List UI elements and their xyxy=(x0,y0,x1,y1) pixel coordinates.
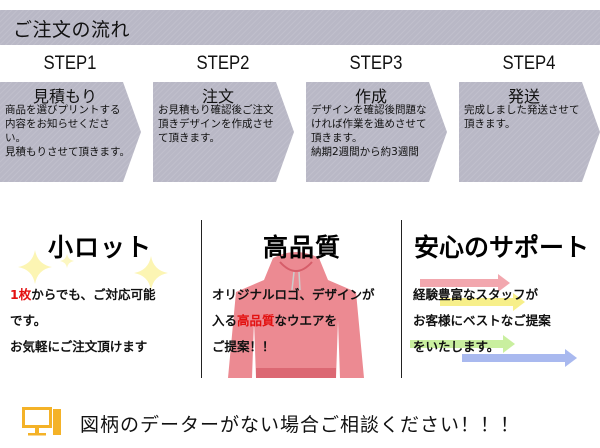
feature-line: お客様にベストなご提案 xyxy=(413,313,551,328)
feature-line: 経験豊富なスタッフが xyxy=(413,287,539,302)
step-4: STEP4 発送 完成しました発送させて頂きます。 xyxy=(459,50,600,190)
feature-line: 1枚からでも、ご対応可能 xyxy=(10,284,155,303)
divider xyxy=(201,220,202,378)
feature-line: ご提案！！ xyxy=(212,339,275,354)
sparkle-icon xyxy=(134,256,168,290)
feature-title: 高品質 xyxy=(262,233,341,262)
feature-line-text: からでも、ご対応可能 xyxy=(31,287,156,302)
sparkle-icon xyxy=(18,250,52,284)
feature-line: お気軽にご注文頂けます xyxy=(10,339,148,354)
feature-quality: 高品質 オリジナルロゴ、デザインが 入る高品質なウエアを ご提案！！ xyxy=(202,218,402,378)
decorative-arrow xyxy=(440,293,525,311)
feature-line: 入る高品質なウエアを xyxy=(212,310,337,329)
step-heading: 注文 xyxy=(201,87,234,106)
step-label: STEP3 xyxy=(349,53,403,74)
step-label: STEP2 xyxy=(196,53,250,74)
feature-line: をいたします。 xyxy=(413,339,500,354)
step-arrow-shape xyxy=(306,82,447,182)
feature-line: です。 xyxy=(10,313,47,328)
feature-title: 小ロット xyxy=(47,233,152,262)
step-label: STEP1 xyxy=(43,53,97,74)
feature-support: 安心のサポート 経験豊富なスタッフが お客様にベストなご提案 をいたします。 xyxy=(403,218,600,378)
section-header: ご注文の流れ xyxy=(0,10,600,45)
step-label: STEP4 xyxy=(502,53,556,74)
step-description: お見積もり確認後ご注文頂きデザインを作成させて頂きます。 xyxy=(158,104,274,144)
highlight-text: 高品質 xyxy=(237,313,275,328)
hoodie-image xyxy=(228,252,364,378)
highlight-text: 1枚 xyxy=(10,287,32,302)
sparkle-icon xyxy=(60,254,74,268)
step-arrow-shape xyxy=(459,82,600,182)
feature-small-lot: 小ロット 1枚からでも、ご対応可能 です。 お気軽にご注文頂けます xyxy=(0,218,200,378)
step-description: 商品を選びプリントする内容をお知らせください。 見積もりさせて頂きます。 xyxy=(5,104,130,158)
feature-line-text: 入る xyxy=(212,313,238,328)
feature-title: 安心のサポート xyxy=(413,233,589,262)
consultation-banner: 図柄のデーターがない場合ご相談ください！！！ xyxy=(0,400,600,448)
decorative-arrow xyxy=(462,349,577,367)
step-heading: 作成 xyxy=(354,87,387,106)
feature-line-text: なウエアを xyxy=(274,313,338,328)
step-2: STEP2 注文 お見積もり確認後ご注文頂きデザインを作成させて頂きます。 xyxy=(153,50,303,190)
step-description: 完成しました発送させて頂きます。 xyxy=(464,104,580,130)
step-arrow-shape xyxy=(153,82,294,182)
computer-icon xyxy=(22,407,61,436)
feature-line: オリジナルロゴ、デザインが xyxy=(212,287,375,302)
step-3: STEP3 作成 デザインを確認後問題なければ作業を進めさせて頂きます。 納期2… xyxy=(306,50,456,190)
section-title: ご注文の流れ xyxy=(13,19,131,41)
decorative-arrow xyxy=(410,335,515,353)
divider xyxy=(401,220,402,378)
step-arrow-shape xyxy=(0,82,141,182)
step-description: デザインを確認後問題なければ作業を進めさせて頂きます。 納期2週間から約3週間 xyxy=(311,104,427,158)
step-heading: 発送 xyxy=(507,87,540,106)
decorative-arrow xyxy=(420,274,510,292)
consultation-text: 図柄のデーターがない場合ご相談ください！！！ xyxy=(80,414,521,436)
step-heading: 見積もり xyxy=(32,87,97,106)
step-1: STEP1 見積もり 商品を選びプリントする内容をお知らせください。 見積もりさ… xyxy=(0,50,150,190)
